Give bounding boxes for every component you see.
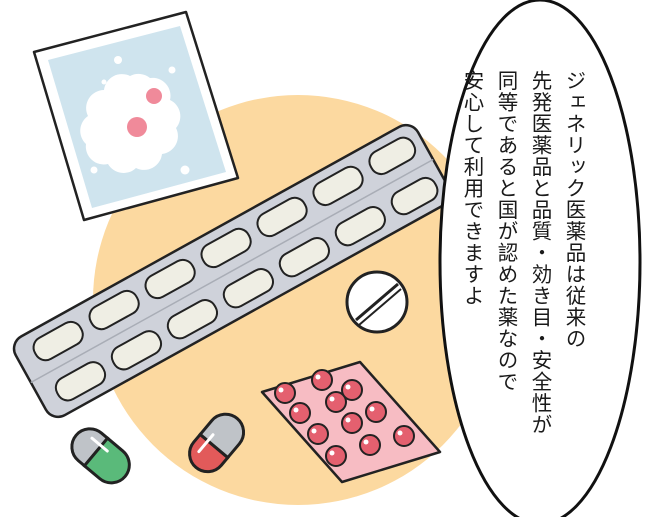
speech-text: ジェネリック医薬品は従来の 先発医薬品と品質・効き目・安全性が 同等であると国が… (455, 70, 591, 490)
speech-line-2: 先発医薬品と品質・効き目・安全性が (528, 70, 552, 436)
red-capsule (188, 412, 246, 474)
powder-sachet (32, 10, 240, 222)
speech-line-3: 同等であると国が認めた薬なので (494, 70, 518, 393)
loose-tablet (345, 270, 409, 334)
tablet-blister-pack (12, 123, 452, 419)
speech-line-1: ジェネリック医薬品は従来の (562, 70, 586, 350)
tablet-row-top (32, 136, 417, 362)
speech-line-4: 安心して利用できますよ (460, 70, 484, 307)
red-pill-blister-pack (260, 360, 442, 484)
green-capsule (70, 427, 131, 485)
tablet-row-bottom (54, 176, 439, 402)
speech-bubble (438, 0, 642, 517)
